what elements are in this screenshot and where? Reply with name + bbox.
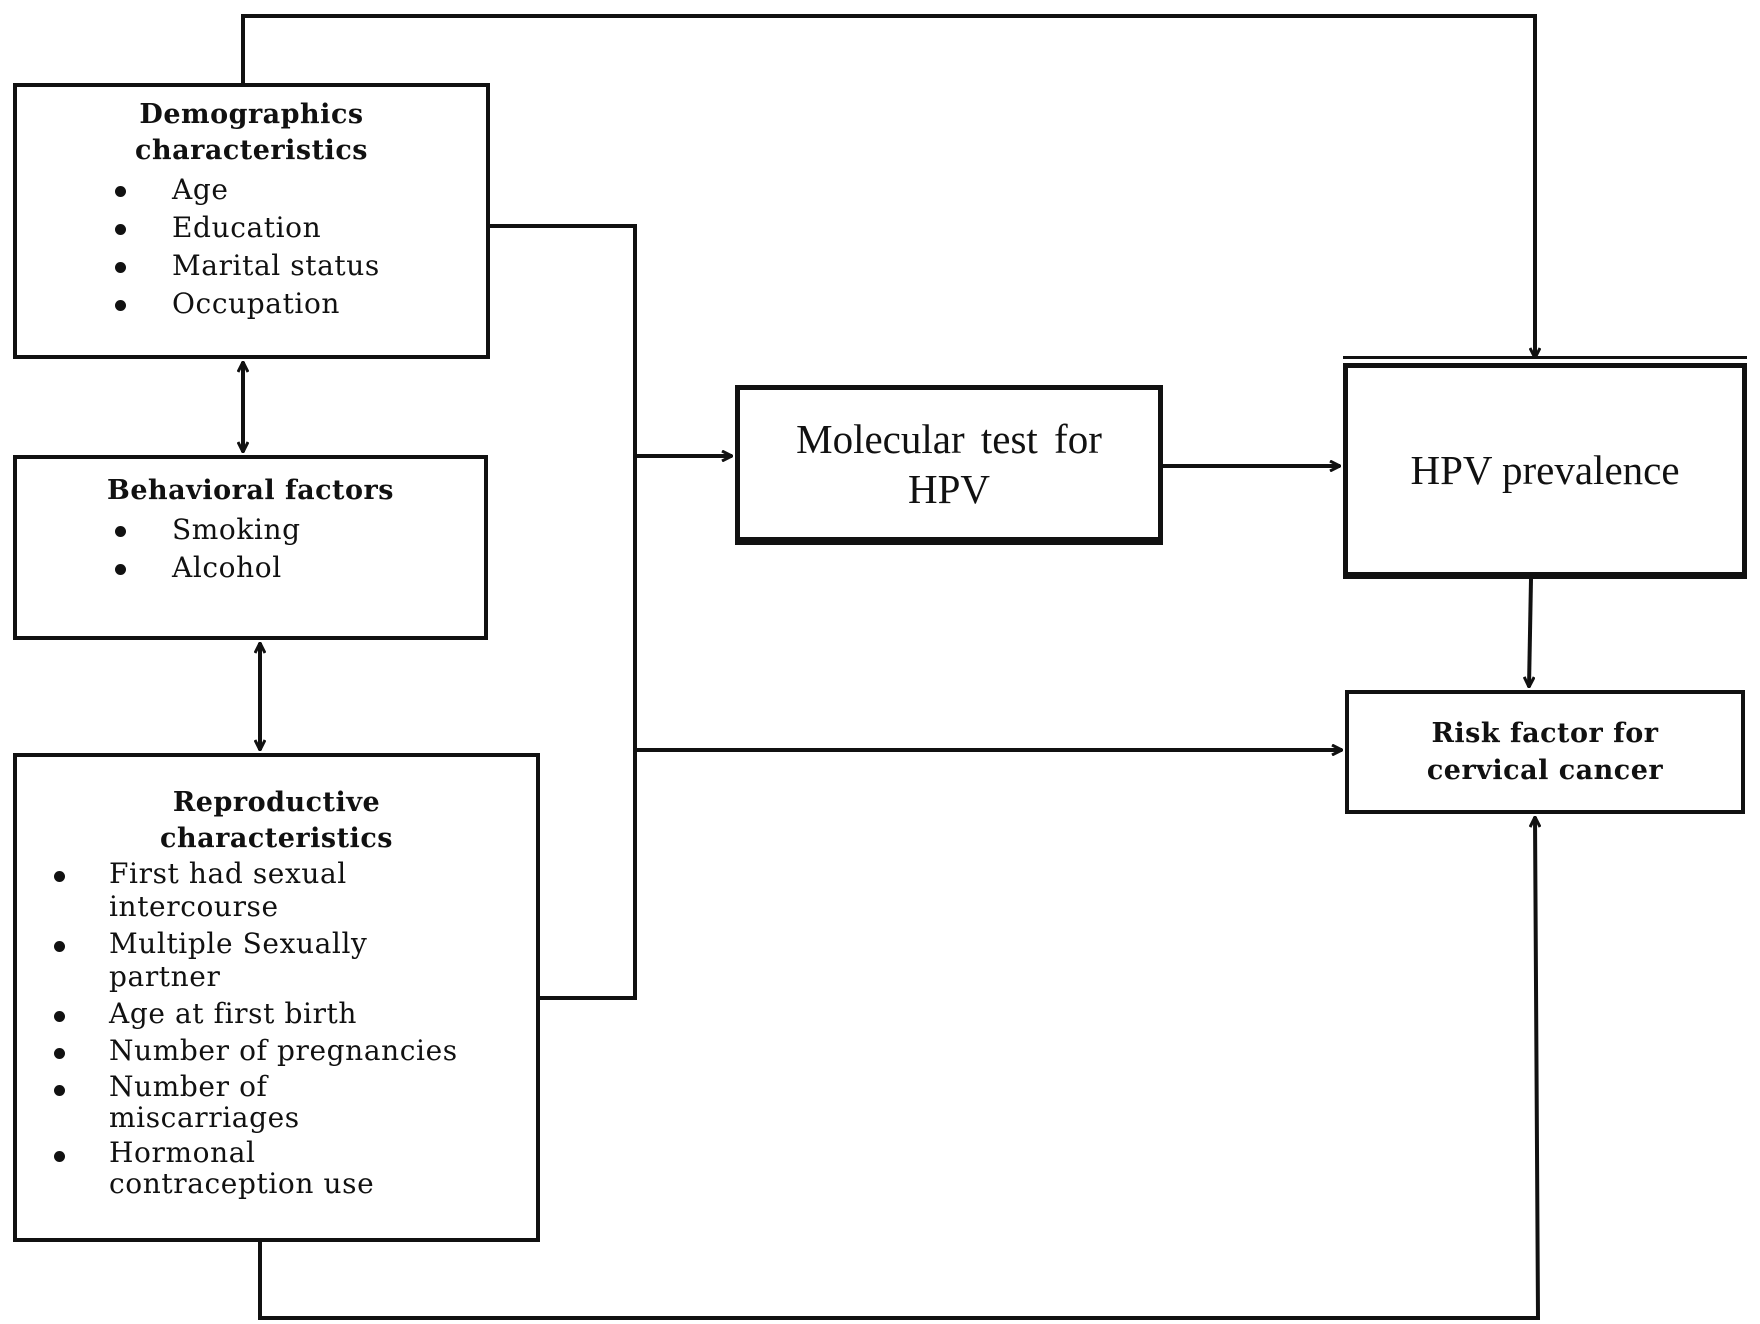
connector-reproductive-to-risk-factor [258,817,1538,1320]
reproductive-item-text: Hormonal [109,1136,256,1169]
reproductive-item-text: intercourse [109,890,279,923]
connector-demographics-to-bus [490,224,637,1000]
demographics-item-occupation: Occupation [115,285,486,323]
behavioral-item-alcohol: Alcohol [115,549,484,587]
hpv-prevalence-box: HPV prevalence [1343,356,1747,579]
reproductive-title-line1: Reproductive [172,787,381,818]
reproductive-item-hormonal-contraception: Hormonal contraception use [54,1136,536,1200]
reproductive-list: First had sexual intercourse Multiple Se… [54,857,536,1200]
reproductive-item-text: First had sexual [109,857,347,890]
demographics-title-line2: characteristics [135,135,368,166]
demographics-item-marital-status: Marital status [115,247,486,285]
reproductive-item-text: Age at first birth [109,997,358,1030]
reproductive-item-age-first-birth: Age at first birth [54,997,536,1030]
reproductive-box: Reproductive characteristics First had s… [13,753,540,1242]
reproductive-title: Reproductive characteristics [17,785,536,857]
risk-factor-line2: cervical cancer [1426,755,1664,786]
reproductive-item-first-intercourse: First had sexual intercourse [54,857,536,923]
reproductive-item-text: contraception use [109,1167,375,1200]
risk-factor-box: Risk factor for cervical cancer [1345,690,1745,814]
demographics-title-line1: Demographics [139,99,364,130]
behavioral-box: Behavioral factors Smoking Alcohol [13,455,488,640]
behavioral-item-smoking: Smoking [115,511,484,549]
demographics-list: Age Education Marital status Occupation [115,171,486,323]
reproductive-item-miscarriages: Number of miscarriages [54,1070,536,1134]
hpv-prevalence-label: HPV prevalence [1410,447,1680,493]
demographics-box: Demographics characteristics Age Educati… [13,83,490,359]
demographics-item-age: Age [115,171,486,209]
molecular-test-line2: HPV [907,465,990,512]
reproductive-item-text: miscarriages [109,1101,300,1134]
reproductive-item-pregnancies: Number of pregnancies [54,1034,536,1067]
reproductive-item-multiple-partners: Multiple Sexually partner [54,927,536,993]
demographics-title: Demographics characteristics [17,97,486,169]
connector-hpv-prevalence-to-risk-factor [1529,578,1531,687]
behavioral-list: Smoking Alcohol [115,511,484,587]
reproductive-title-line2: characteristics [160,823,393,854]
molecular-test-line1: Molecular test for [796,415,1102,462]
risk-factor-line1: Risk factor for [1431,718,1659,749]
reproductive-item-text: partner [109,960,221,993]
reproductive-item-text: Number of [109,1070,268,1103]
reproductive-item-text: Multiple Sexually [109,927,368,960]
connector-demographics-to-hpv-prevalence [241,14,1535,358]
reproductive-item-text: Number of pregnancies [109,1034,458,1067]
behavioral-title: Behavioral factors [107,475,394,506]
demographics-item-education: Education [115,209,486,247]
molecular-test-box: Molecular test for HPV [735,385,1163,545]
